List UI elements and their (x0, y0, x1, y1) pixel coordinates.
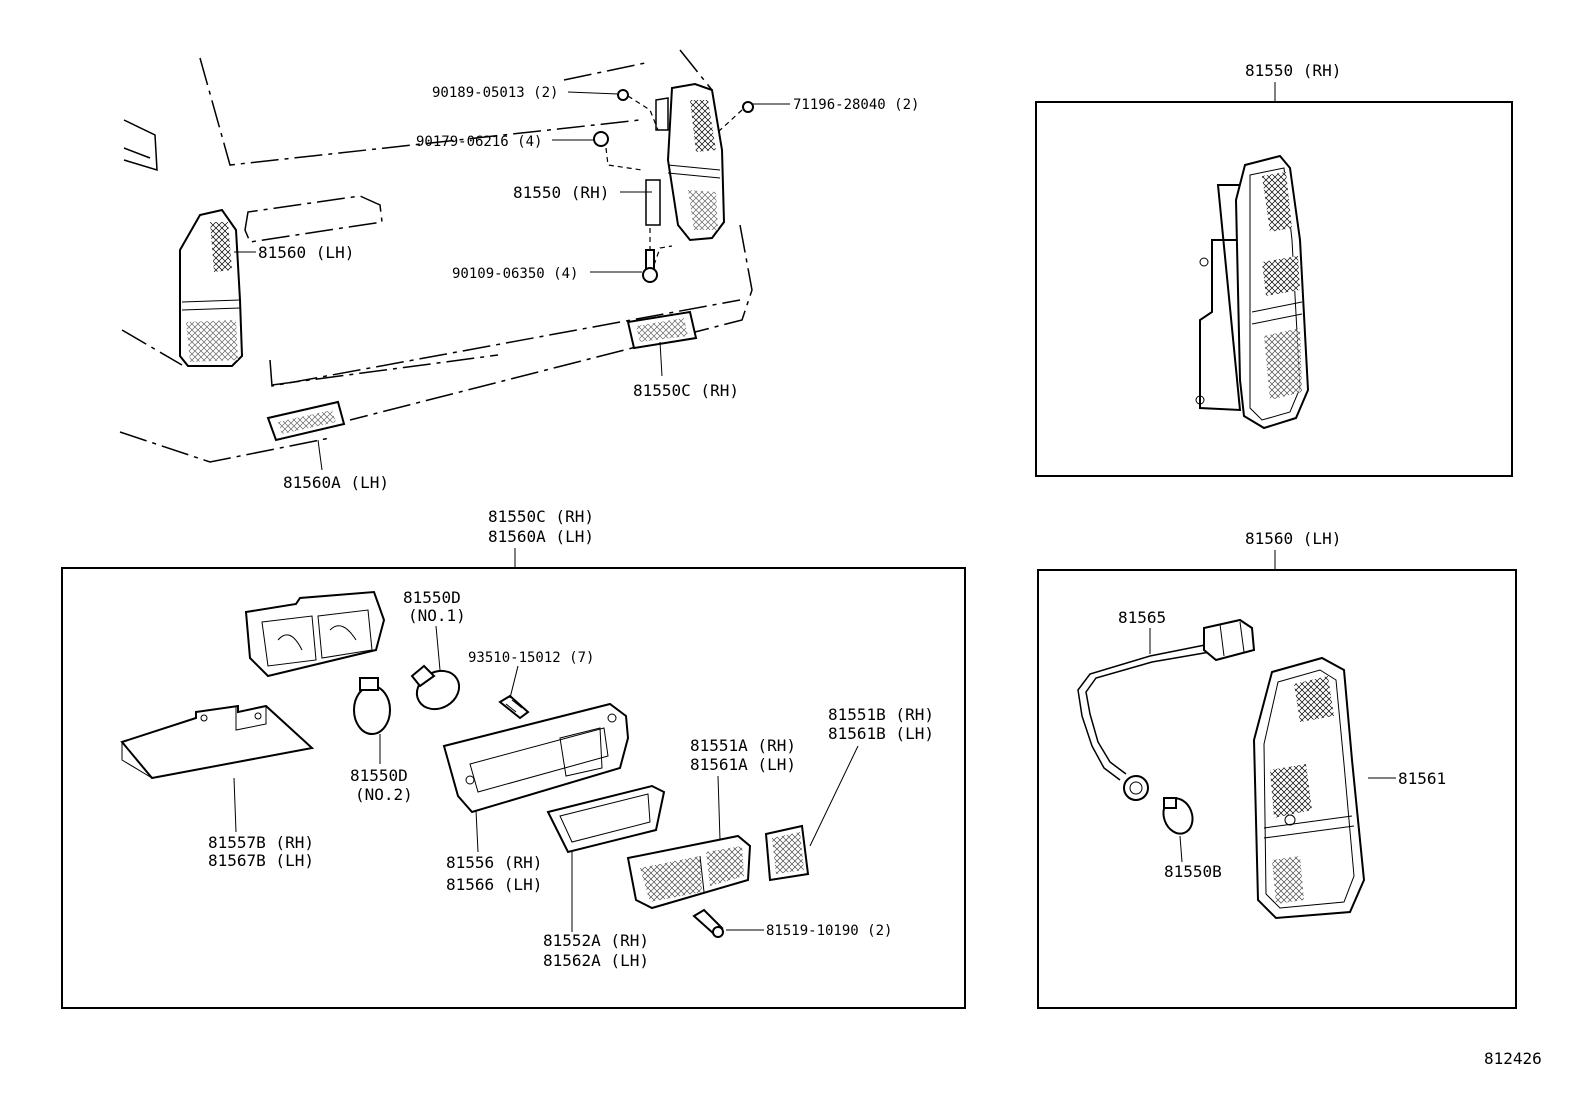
callout-81552a: 81552A (RH) (543, 931, 649, 950)
panel-title: 81550 (RH) (1245, 61, 1341, 80)
vehicle-overview: 90189-05013 (2) 71196-28040 (2) 90179-06… (119, 49, 919, 492)
mounting-bracket (120, 704, 315, 780)
callout-81550d-no2-sub: (NO.2) (355, 785, 413, 804)
lens-gasket (546, 784, 666, 854)
panel-marker-lamp: 81550C (RH) 81560A (LH) (61, 507, 966, 1009)
callout-81519-10190: 81519-10190 (2) (766, 923, 892, 939)
panel-title-rh: 81550C (RH) (488, 507, 594, 526)
callout-90189-05013: 90189-05013 (2) (432, 85, 558, 101)
tail-lamp-rh-small (645, 82, 726, 242)
callout-81556: 81556 (RH) (446, 853, 542, 872)
clip-icon (742, 101, 754, 113)
panel-81550-rh: 81550 (RH) (1035, 61, 1513, 477)
marker-lamp-rh-small (626, 310, 698, 350)
lens-screw-icon (692, 908, 724, 938)
panel-81560-lh: 81560 (LH) (1037, 529, 1517, 1009)
callout-81550-rh: 81550 (RH) (513, 183, 609, 202)
callout-81560-lh: 81560 (LH) (258, 243, 354, 262)
lens-b (764, 824, 810, 882)
callout-81561a: 81561A (LH) (690, 755, 796, 774)
lens-a (626, 834, 752, 910)
callout-81550d-no1: 81550D (403, 588, 461, 607)
callout-81550c-rh: 81550C (RH) (633, 381, 739, 400)
panel-title-lh: 81560A (LH) (488, 527, 594, 546)
callout-90109-06350: 90109-06350 (4) (452, 266, 578, 282)
clip-icon (617, 89, 629, 101)
lamp-housing (442, 702, 630, 814)
marker-lamp-lh-small (266, 400, 346, 442)
callout-81551a: 81551A (RH) (690, 736, 796, 755)
callout-81566: 81566 (LH) (446, 875, 542, 894)
socket-wire-harness (1077, 618, 1256, 801)
callout-81565: 81565 (1118, 608, 1166, 627)
callout-81562a: 81562A (LH) (543, 951, 649, 970)
callout-81550d-no2: 81550D (350, 766, 408, 785)
callout-93510-15012: 93510-15012 (7) (468, 650, 594, 666)
nut-icon (593, 131, 609, 147)
bulb-icon (1162, 797, 1194, 835)
callout-81557b: 81557B (RH) (208, 833, 314, 852)
callout-81561: 81561 (1398, 769, 1446, 788)
callout-81551b: 81551B (RH) (828, 705, 934, 724)
callout-71196-28040: 71196-28040 (2) (793, 97, 919, 113)
tail-lamp-rh-large (1195, 154, 1310, 430)
callout-81567b: 81567B (LH) (208, 851, 314, 870)
tail-lamp-lh-large (1252, 656, 1366, 920)
screw-icon (498, 694, 530, 720)
callout-81560a-lh: 81560A (LH) (283, 473, 389, 492)
bulb-no2-icon (353, 677, 391, 735)
socket-housing (244, 590, 386, 678)
callout-81561b: 81561B (LH) (828, 724, 934, 743)
panel-title: 81560 (LH) (1245, 529, 1341, 548)
callout-81550b: 81550B (1164, 862, 1222, 881)
callout-81550d-no1-sub: (NO.1) (408, 606, 466, 625)
bolt-icon (642, 249, 658, 283)
tail-lamp-lh-small (179, 208, 244, 367)
callout-90179-06216: 90179-06216 (4) (416, 134, 542, 150)
diagram-id: 812426 (1484, 1049, 1542, 1068)
bulb-no1-icon (410, 664, 461, 711)
